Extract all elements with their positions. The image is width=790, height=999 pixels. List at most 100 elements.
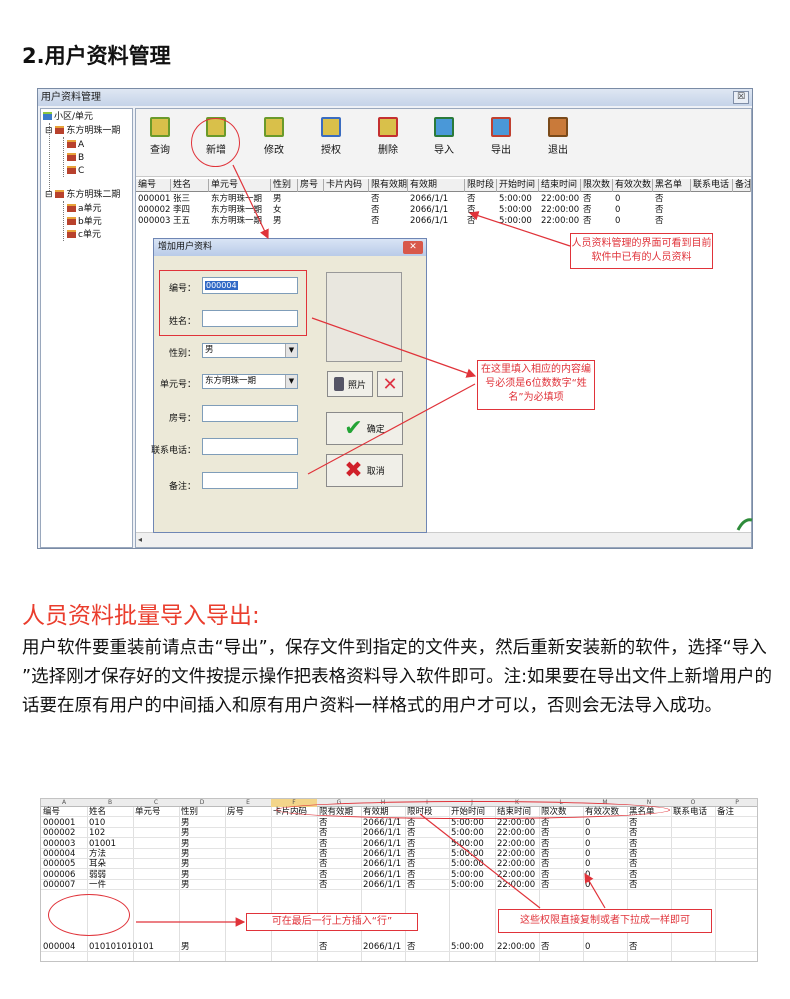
sheet-cell: 否: [407, 859, 416, 870]
name-input[interactable]: [202, 310, 298, 327]
tree-node-a-unit[interactable]: a单元: [67, 203, 102, 215]
sheet-row-last[interactable]: 000004 010101010101 男 否 2066/1/1 否 5:00:…: [41, 942, 757, 952]
unit-select[interactable]: 东方明珠一期▼: [202, 374, 298, 389]
sheet-cell: 否: [407, 869, 416, 880]
sheet-cell: 方法: [89, 848, 107, 859]
note-input[interactable]: [202, 472, 298, 489]
camera-icon: [333, 377, 344, 391]
table-row[interactable]: 000003 王五 东方明珠一期 男 否 2066/1/1 否 5:00:00 …: [138, 216, 664, 226]
sheet-cell: 000002: [43, 828, 76, 839]
exit-button[interactable]: 退出: [538, 115, 578, 156]
sheet-cell: 5:00:00: [451, 869, 484, 880]
callout-existing-records: 人员资料管理的界面可看到目前软件中已有的人员资料: [570, 233, 713, 269]
col-header[interactable]: 开始时间: [497, 179, 539, 192]
col-header[interactable]: 结束时间: [539, 179, 581, 192]
col-header[interactable]: 黑名单: [653, 179, 691, 192]
col-header[interactable]: 限有效期: [371, 179, 408, 192]
callout-copy-permissions: 这些权限直接复制或者下拉成一样即可: [498, 909, 712, 933]
clear-photo-button[interactable]: ✕: [377, 371, 403, 397]
import-button[interactable]: 导入: [424, 115, 464, 156]
sheet-cell: 0: [585, 828, 591, 839]
horizontal-scrollbar[interactable]: ◂: [136, 532, 751, 547]
col-header[interactable]: 卡片内码: [324, 179, 369, 192]
sheet-cell: 0: [585, 818, 591, 828]
gender-label: 性别：: [168, 349, 196, 359]
sheet-cell: 否: [319, 818, 328, 828]
tree-node-b-unit[interactable]: b单元: [67, 216, 102, 228]
confirm-button[interactable]: ✔ 确定: [326, 412, 403, 445]
col-header[interactable]: 备注: [733, 179, 751, 192]
sheet-cell: 0: [585, 838, 591, 849]
chevron-down-icon[interactable]: ▼: [285, 375, 297, 388]
sheet-cell: 0: [585, 859, 591, 870]
sheet-cell: 2066/1/1: [363, 879, 402, 890]
key-icon: [321, 117, 341, 137]
id-input[interactable]: 000004: [202, 277, 298, 294]
sheet-cell: 否: [629, 879, 638, 890]
tree-node-phase1[interactable]: ⊟ 东方明珠一期: [45, 126, 121, 136]
annotation-arrows: [232, 164, 753, 531]
sheet-cell: 否: [541, 859, 550, 870]
col-header[interactable]: 有效次数: [615, 179, 653, 192]
col-header[interactable]: 姓名: [171, 179, 209, 192]
sheet-cell: 22:00:00: [497, 869, 536, 880]
phone-input[interactable]: [202, 438, 298, 455]
room-label: 房号：: [168, 414, 196, 424]
building-icon: [55, 126, 65, 134]
photo-button[interactable]: 照片: [327, 371, 373, 397]
authorize-button[interactable]: 授权: [311, 115, 351, 156]
export-icon: [491, 117, 511, 137]
sheet-cell: 否: [407, 828, 416, 839]
tree-node-c[interactable]: C: [67, 165, 84, 177]
chevron-down-icon[interactable]: ▼: [285, 344, 297, 357]
delete-button[interactable]: 删除: [368, 115, 408, 156]
scroll-left-icon[interactable]: ◂: [138, 535, 143, 544]
sheet-cell: 否: [407, 879, 416, 890]
edit-button[interactable]: 修改: [254, 115, 294, 156]
sheet-cell: 22:00:00: [497, 859, 536, 870]
add-user-dialog: 增加用户资料 ✕ 编号： 000004 姓名： 性别： 男▼ 单元号： 东方明珠…: [151, 238, 427, 533]
col-header[interactable]: 编号: [136, 179, 171, 192]
sheet-cell: 否: [629, 828, 638, 839]
col-header[interactable]: 房号: [298, 179, 324, 192]
sheet-cell: 否: [319, 838, 328, 849]
cancel-button[interactable]: ✖ 取消: [326, 454, 403, 487]
col-header[interactable]: 单元号: [209, 179, 271, 192]
sheet-cell: 一件: [89, 879, 107, 890]
spreadsheet: A B C D E F G H I J K L M N O P 编号 姓名 单元…: [40, 798, 758, 962]
gender-select[interactable]: 男▼: [202, 343, 298, 358]
query-button[interactable]: 查询: [140, 115, 180, 156]
tree-root[interactable]: 小区/单元: [43, 111, 93, 123]
tree-node-phase2[interactable]: ⊟ 东方明珠二期: [45, 190, 121, 200]
sheet-cell: 否: [407, 818, 416, 828]
col-header[interactable]: 联系电话: [691, 179, 733, 192]
col-header[interactable]: 有效期: [408, 179, 465, 192]
tree-node-a[interactable]: A: [67, 139, 84, 151]
table-row[interactable]: 000001 张三 东方明珠一期 男 否 2066/1/1 否 5:00:00 …: [138, 194, 664, 204]
search-icon: [150, 117, 170, 137]
photo-preview: [326, 272, 402, 362]
col-header[interactable]: 限时段: [465, 179, 497, 192]
sheet-annotation-arrows: [136, 813, 606, 927]
col-header[interactable]: 限次数: [581, 179, 613, 192]
sheet-cell: 男: [181, 818, 190, 828]
highlight-insert-oval: [48, 894, 130, 936]
tree-node-b[interactable]: B: [67, 152, 84, 164]
export-button[interactable]: 导出: [481, 115, 521, 156]
room-input[interactable]: [202, 405, 298, 422]
tree-node-c-unit[interactable]: c单元: [67, 229, 101, 241]
sheet-cell: 否: [319, 859, 328, 870]
window-close-button[interactable]: ☒: [733, 91, 749, 104]
dialog-close-button[interactable]: ✕: [403, 241, 423, 254]
highlight-add-oval: [191, 118, 240, 167]
sheet-cell: 否: [629, 859, 638, 870]
table-row[interactable]: 000002 李四 东方明珠一期 女 否 2066/1/1 否 5:00:00 …: [138, 205, 664, 215]
col-header[interactable]: 性别: [271, 179, 298, 192]
